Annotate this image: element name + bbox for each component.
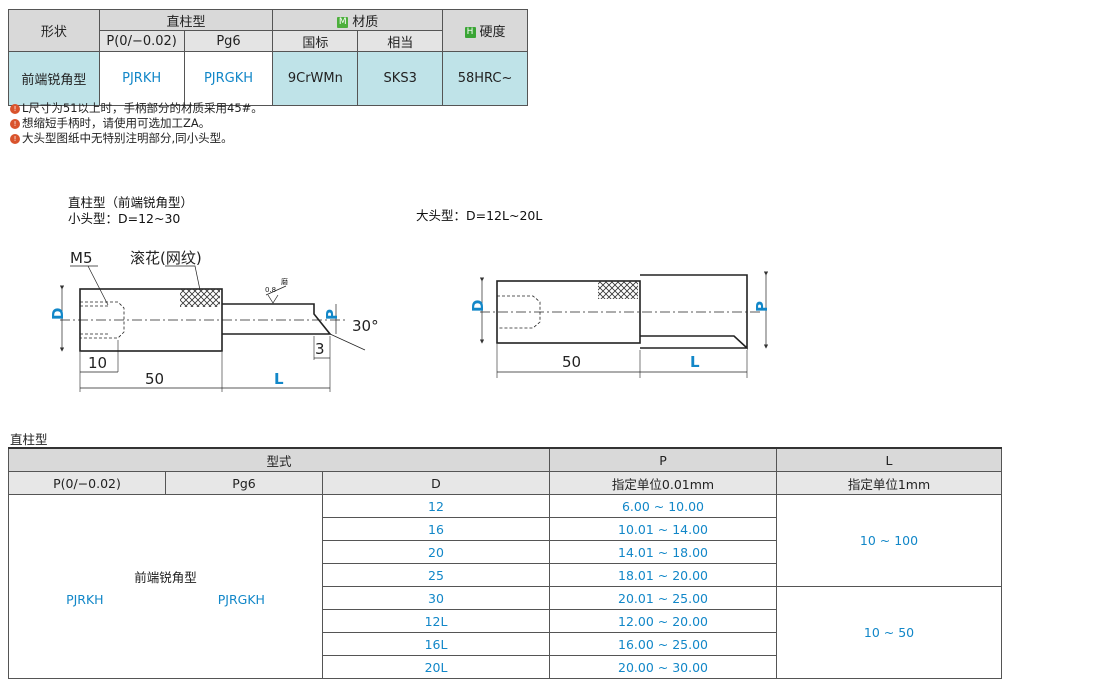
m5-label: M5 <box>70 249 93 267</box>
l-range-group2: 10 ~ 50 <box>776 586 1002 679</box>
section-title: 直柱型 <box>10 432 48 447</box>
large-dim-p: P <box>753 301 771 312</box>
col-p: P(0/−0.02) <box>8 471 166 495</box>
row-p-range: 10.01 ~ 14.00 <box>549 517 777 541</box>
row-pg6-code[interactable]: PJRGKH <box>183 51 274 106</box>
straight-header: 直柱型 <box>98 9 274 31</box>
row-gb-material: 9CrWMn <box>272 51 359 106</box>
sub-equiv-header: 相当 <box>357 30 444 52</box>
row-p-range: 12.00 ~ 20.00 <box>549 609 777 633</box>
row-equiv-material: SKS3 <box>357 51 444 106</box>
table-row: 20 14.01 ~ 18.00 <box>9 540 1002 564</box>
row-hardness: 58HRC~ <box>442 51 528 106</box>
type-name: 前端锐角型 <box>134 569 197 585</box>
col-d: D <box>322 471 550 495</box>
dim-10: 10 <box>88 354 107 372</box>
type-cell: 前端锐角型 PJRKH PJRGKH <box>8 494 323 679</box>
type-header: 型式 <box>8 447 550 472</box>
large-dim-l: L <box>690 353 700 371</box>
col-pg6: Pg6 <box>165 471 323 495</box>
row-p-range: 20.01 ~ 25.00 <box>549 586 777 610</box>
notes: !L尺寸为51以上时，手柄部分的材质采用45#。 !想缩短手柄时，请使用可选加工… <box>10 101 263 146</box>
type-p-code[interactable]: PJRKH <box>66 591 104 607</box>
large-head-drawing <box>479 271 769 378</box>
row-d[interactable]: 16L <box>322 632 550 656</box>
hardness-header: 硬度 <box>479 25 506 40</box>
table-row: 12L 12.00 ~ 20.00 <box>9 609 1002 633</box>
note-item: !大头型图纸中无特别注明部分,同小头型。 <box>10 131 263 146</box>
small-dim-d: D <box>49 308 67 320</box>
table-row: 16 10.01 ~ 14.00 <box>9 517 1002 541</box>
l-range-group1: 10 ~ 100 <box>776 494 1002 587</box>
row-d[interactable]: 20 <box>322 540 550 564</box>
shape-header: 形状 <box>8 9 100 52</box>
hardness-badge-icon: H <box>464 27 476 38</box>
table-row: 前端锐角型 PJRKH PJRGKH 12 6.00 ~ 10.00 10 ~ … <box>8 494 1002 679</box>
sub-gb-header: 国标 <box>272 30 359 52</box>
note-icon: ! <box>10 103 20 114</box>
note-item: !L尺寸为51以上时，手柄部分的材质采用45#。 <box>10 101 263 116</box>
row-p-range: 14.01 ~ 18.00 <box>549 540 777 564</box>
material-header: 材质 <box>352 14 379 30</box>
row-d[interactable]: 12 <box>322 494 550 518</box>
row-p-range: 16.00 ~ 25.00 <box>549 632 777 656</box>
roughness-label: 0.8 <box>265 286 276 294</box>
small-head-drawing <box>59 265 366 392</box>
row-p-range: 20.00 ~ 30.00 <box>549 655 777 679</box>
row-p-range: 18.01 ~ 20.00 <box>549 563 777 587</box>
large-dim-d: D <box>469 300 487 312</box>
note-icon: ! <box>10 133 20 144</box>
p-header: P <box>549 447 777 472</box>
type-pg6-code[interactable]: PJRGKH <box>217 591 265 607</box>
row-p-code[interactable]: PJRKH <box>98 51 185 106</box>
small-dim-p: P <box>323 309 341 320</box>
row-shape: 前端锐角型 <box>8 51 100 106</box>
row-d[interactable]: 16 <box>322 517 550 541</box>
small-dim-50: 50 <box>145 370 164 388</box>
col-l-unit: 指定单位1mm <box>776 471 1002 495</box>
large-drawing-title: 大头型：D=12L~20L <box>416 208 543 223</box>
knurl-label: 滚花(网纹) <box>130 249 202 267</box>
row-p-range: 6.00 ~ 10.00 <box>549 494 777 518</box>
table-row: 25 18.01 ~ 20.00 <box>9 563 1002 587</box>
table-row: 16L 16.00 ~ 25.00 <box>9 632 1002 656</box>
row-d[interactable]: 20L <box>322 655 550 679</box>
row-d[interactable]: 30 <box>322 586 550 610</box>
angle-label: 30° <box>352 317 379 335</box>
small-drawing-subtitle: 小头型：D=12~30 <box>68 211 181 226</box>
row-d[interactable]: 12L <box>322 609 550 633</box>
col-p-unit: 指定单位0.01mm <box>549 471 777 495</box>
small-drawing-title: 直柱型（前端锐角型） <box>68 195 194 210</box>
material-badge-icon: M <box>337 16 349 28</box>
l-header: L <box>776 447 1002 472</box>
dim-3: 3 <box>315 340 325 358</box>
sub-p-header: P(0/−0.02) <box>98 30 185 52</box>
small-dim-l: L <box>274 370 284 388</box>
note-item: !想缩短手柄时，请使用可选加工ZA。 <box>10 116 263 131</box>
table-row: 20L 20.00 ~ 30.00 <box>9 655 1002 679</box>
grind-label: 磨 <box>281 277 288 286</box>
note-icon: ! <box>10 118 20 129</box>
main-table: 型式 P L P(0/−0.02) Pg6 D 指定单位0.01mm 指定单位1… <box>8 447 1002 679</box>
row-d[interactable]: 25 <box>322 563 550 587</box>
large-dim-50: 50 <box>562 353 581 371</box>
